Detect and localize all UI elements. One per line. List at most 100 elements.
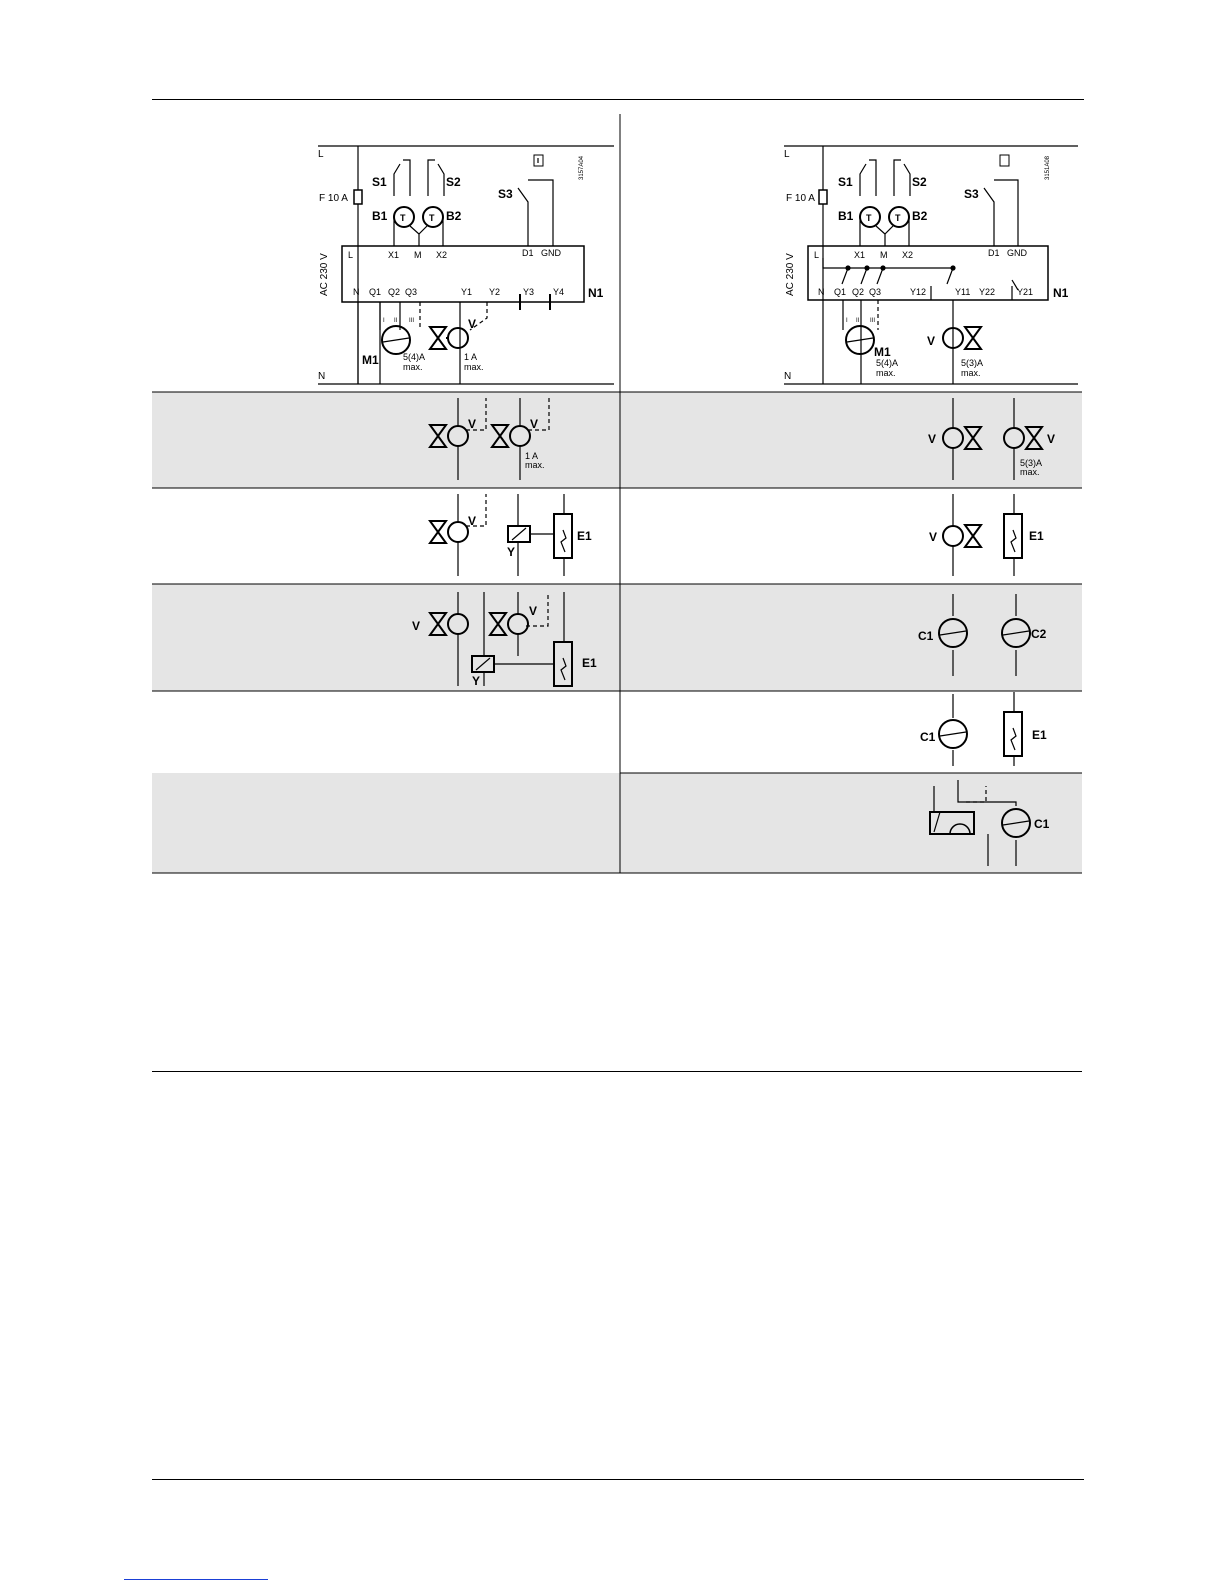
row3-left-y-label: Y: [472, 674, 480, 688]
right-line-n-label: N: [784, 371, 791, 382]
left-term-y4: Y4: [553, 287, 564, 297]
right-b1-label: B1: [838, 209, 854, 223]
row4-right-symbols: C1 E1: [920, 692, 1047, 766]
row3-left-v2-label: V: [529, 604, 537, 618]
row1-left-v1-label: V: [468, 417, 476, 431]
left-s2-label: S2: [446, 175, 461, 189]
row2-left-y-label: Y: [507, 545, 515, 559]
row2-left-e1-label: E1: [577, 529, 592, 543]
row5-right-symbols: C1: [929, 780, 1050, 866]
left-schematic: L N F 10 A AC 230 V S1 S2 S3 B1 B2 T T L…: [318, 145, 614, 385]
left-term-l: L: [348, 250, 353, 260]
left-fuse-label: F 10 A: [319, 193, 348, 204]
right-term-n: N: [818, 287, 825, 297]
left-term-x2: X2: [436, 250, 447, 260]
row2-right-e1-label: E1: [1029, 529, 1044, 543]
right-term-gnd: GND: [1007, 248, 1028, 258]
right-b1-glyph: T: [866, 213, 872, 223]
left-s1-label: S1: [372, 175, 387, 189]
right-s1-label: S1: [838, 175, 853, 189]
left-line-n-label: N: [318, 371, 325, 382]
row4-right-e1-label: E1: [1032, 728, 1047, 742]
right-term-y12: Y12: [910, 287, 926, 297]
left-term-y3: Y3: [523, 287, 534, 297]
right-term-q3: Q3: [869, 287, 881, 297]
row3-left-e1-label: E1: [582, 656, 597, 670]
right-schematic: L N F 10 A AC 230 V S1 S2 S3 B1 B2 T T L…: [784, 145, 1078, 385]
table-bottom-rule: [152, 1071, 1082, 1072]
left-term-q3: Q3: [405, 287, 417, 297]
table-grid: [152, 114, 1082, 874]
left-term-q2: Q2: [388, 287, 400, 297]
row4-right-c1-label: C1: [920, 730, 936, 744]
row3-right-c1-label: C1: [918, 629, 934, 643]
left-motor-max: max.: [403, 362, 423, 372]
right-b2-glyph: T: [895, 213, 901, 223]
right-s3-label: S3: [964, 187, 979, 201]
left-ind-ii: II: [394, 318, 398, 324]
left-motor-rating: 5(4)A: [403, 352, 425, 362]
page-footer-rule: [152, 1479, 1084, 1480]
left-term-d1: D1: [522, 248, 534, 258]
right-s2-label: S2: [912, 175, 927, 189]
left-doc-code: 3157A04: [579, 155, 585, 180]
left-valve-rating: 1 A: [464, 352, 477, 362]
right-fuse-label: F 10 A: [786, 193, 815, 204]
right-ind-ii: II: [856, 318, 860, 324]
left-ind-i: I: [383, 318, 385, 324]
right-term-x2: X2: [902, 250, 913, 260]
left-valve-label: V: [468, 317, 476, 331]
left-b1-label: B1: [372, 209, 388, 223]
left-valve-max: max.: [464, 362, 484, 372]
right-motor-rating: 5(4)A: [876, 358, 898, 368]
table-row-backgrounds: [152, 392, 1082, 873]
right-supply-label: AC 230 V: [785, 253, 796, 296]
row2-left-v-label: V: [468, 514, 476, 528]
row2-right-symbols: V E1: [929, 494, 1044, 576]
row1-right-symbols: V V 5(3)A max.: [928, 398, 1055, 480]
right-m1-label: M1: [874, 345, 891, 359]
row5-right-c1-label: C1: [1034, 817, 1050, 831]
left-term-x1: X1: [388, 250, 399, 260]
row3-right-c2-label: C2: [1031, 627, 1047, 641]
right-term-d1: D1: [988, 248, 1000, 258]
row1-left-v2-label: V: [530, 417, 538, 431]
right-b2-label: B2: [912, 209, 928, 223]
right-line-l-label: L: [784, 149, 790, 160]
left-term-q1: Q1: [369, 287, 381, 297]
row1-right-max: max.: [1020, 467, 1040, 477]
row1-left-symbols: V V 1 A max.: [429, 398, 550, 480]
row3-left-v1-label: V: [412, 619, 420, 633]
page-top-rule: [152, 99, 1084, 100]
left-controller-label: N1: [588, 286, 604, 300]
left-term-n: N: [353, 287, 360, 297]
row3-right-symbols: C1 C2: [918, 594, 1047, 676]
right-valve-rating: 5(3)A: [961, 358, 983, 368]
right-controller-label: N1: [1053, 286, 1069, 300]
left-term-y1: Y1: [461, 287, 472, 297]
right-valve-max: max.: [961, 368, 981, 378]
right-doc-code: 3151A08: [1045, 155, 1051, 180]
right-term-m: M: [880, 250, 888, 260]
row1-right-v1-label: V: [928, 432, 936, 446]
row1-left-rating: 1 A: [525, 451, 538, 461]
right-term-q2: Q2: [852, 287, 864, 297]
row1-right-rating: 5(3)A: [1020, 458, 1042, 468]
right-term-q1: Q1: [834, 287, 846, 297]
right-term-x1: X1: [854, 250, 865, 260]
left-m1-label: M1: [362, 353, 379, 367]
footer-link-underline: [124, 1579, 268, 1580]
row2-left-symbols: V Y E1: [429, 494, 592, 576]
right-term-y22: Y22: [979, 287, 995, 297]
left-supply-label: AC 230 V: [319, 253, 330, 296]
row2-right-v-label: V: [929, 530, 937, 544]
right-term-l: L: [814, 250, 819, 260]
left-term-m: M: [414, 250, 422, 260]
row1-right-v2-label: V: [1047, 432, 1055, 446]
right-valve-label: V: [927, 334, 935, 348]
right-motor-max: max.: [876, 368, 896, 378]
left-term-gnd: GND: [541, 248, 562, 258]
right-ind-iii: III: [870, 318, 875, 324]
left-b2-label: B2: [446, 209, 462, 223]
